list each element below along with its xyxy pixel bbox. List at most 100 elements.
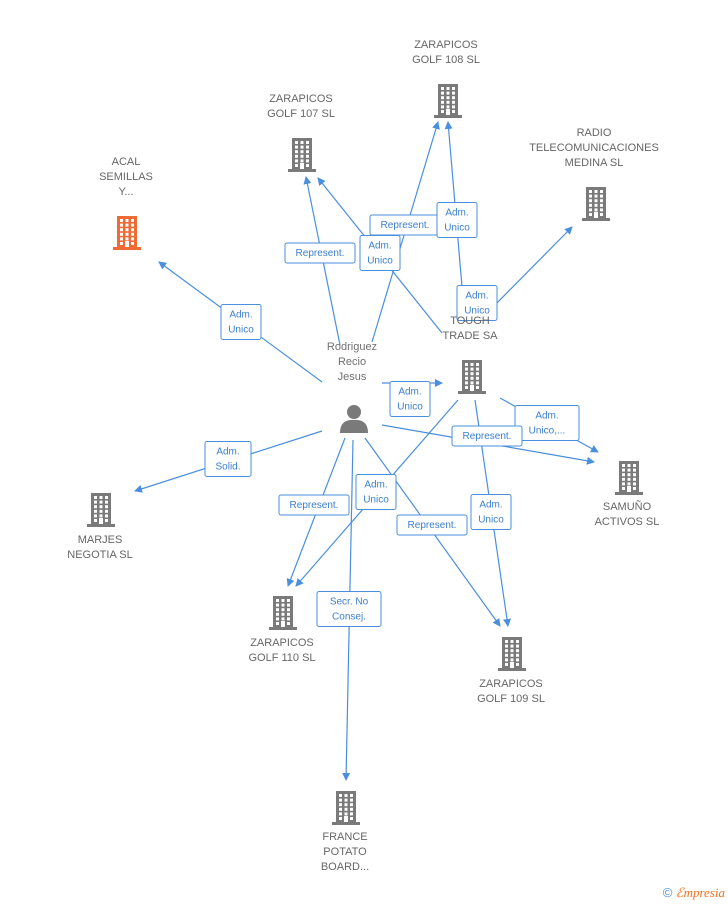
node-label-line: TELECOMUNICACIONES bbox=[529, 142, 659, 154]
edge-label[interactable]: Adm. Unico bbox=[389, 381, 431, 417]
edge-label-text: Represent. bbox=[463, 431, 512, 442]
node-label-line: Jesus bbox=[338, 371, 367, 383]
edge-label-text: Adm. bbox=[535, 411, 558, 422]
building-icon bbox=[332, 791, 360, 825]
node-label-line: Y... bbox=[118, 186, 133, 198]
edge-label-text: Adm. bbox=[398, 387, 421, 398]
edge-label[interactable]: Represent. bbox=[284, 242, 356, 264]
node-label-line: GOLF 110 SL bbox=[248, 652, 315, 664]
edge-label-text: Unico bbox=[464, 306, 490, 317]
node-label-line: POTATO bbox=[323, 846, 367, 858]
node-label-line: SEMILLAS bbox=[99, 171, 153, 183]
edge-label-text: Unico bbox=[367, 256, 393, 267]
edge-label[interactable]: Adm. Unico bbox=[456, 285, 498, 321]
node-label-line: ZARAPICOS bbox=[479, 678, 543, 690]
company-node-zarapicos108[interactable]: ZARAPICOS GOLF 108 SL bbox=[412, 39, 480, 118]
brand-logo[interactable]: ℰmpresia bbox=[676, 885, 725, 900]
node-label-line: FRANCE bbox=[322, 831, 367, 843]
brand-name: mpresia bbox=[683, 885, 725, 900]
node-label: SAMUÑO ACTIVOS SL bbox=[595, 500, 660, 528]
edge-label[interactable]: Represent. bbox=[396, 514, 468, 536]
building-icon bbox=[434, 84, 462, 118]
node-label: ZARAPICOS GOLF 107 SL bbox=[267, 93, 335, 120]
edge-label[interactable]: Adm. Unico bbox=[436, 202, 478, 238]
building-icon bbox=[113, 216, 141, 250]
edge-label-text: Adm. bbox=[368, 241, 391, 252]
edge-label-text: Unico bbox=[478, 515, 504, 526]
company-node-acal[interactable]: ACAL SEMILLAS Y... bbox=[99, 156, 153, 250]
edge-label[interactable]: Adm. Unico bbox=[470, 494, 512, 530]
edge-label-text: Adm. bbox=[479, 500, 502, 511]
edge-label[interactable]: Adm. Unico bbox=[359, 235, 401, 271]
node-label-line: MEDINA SL bbox=[565, 157, 624, 169]
edge-label-text: Unico bbox=[397, 402, 423, 413]
company-node-samuno[interactable]: SAMUÑO ACTIVOS SL bbox=[595, 461, 660, 528]
edge-label[interactable]: Secr. No Consej. bbox=[316, 591, 382, 627]
node-label-line: ACAL bbox=[112, 156, 141, 168]
building-icon bbox=[615, 461, 643, 495]
edge-label-text: Adm. bbox=[216, 447, 239, 458]
edge-label[interactable]: Represent. bbox=[451, 425, 523, 447]
edge-line bbox=[489, 226, 573, 311]
edge-label[interactable]: Represent. bbox=[278, 494, 350, 516]
edge-label-text: Represent. bbox=[408, 520, 457, 531]
edge-label[interactable]: Adm. Unico bbox=[355, 474, 397, 510]
edge-label-text: Consej. bbox=[332, 612, 366, 623]
company-node-tough[interactable]: TOUGH TRADE SA bbox=[442, 315, 498, 394]
node-label: FRANCE POTATO BOARD... bbox=[321, 831, 369, 873]
building-icon bbox=[582, 187, 610, 221]
node-label-line: Rodriguez bbox=[327, 341, 377, 353]
node-label-line: RADIO bbox=[577, 127, 612, 139]
person-icon bbox=[340, 405, 368, 433]
company-node-radio[interactable]: RADIO TELECOMUNICACIONES MEDINA SL bbox=[529, 127, 659, 221]
edge-label-text: Secr. No bbox=[330, 597, 369, 608]
node-label: MARJES NEGOTIA SL bbox=[67, 534, 132, 561]
node-label-line: ZARAPICOS bbox=[269, 93, 333, 105]
edge-label[interactable]: Adm. Unico bbox=[220, 304, 262, 340]
edge-label-text: Unico bbox=[444, 223, 470, 234]
node-label-line: ACTIVOS SL bbox=[595, 516, 660, 528]
building-icon bbox=[288, 138, 316, 172]
node-label-line: NEGOTIA SL bbox=[67, 549, 132, 561]
building-icon bbox=[498, 637, 526, 671]
node-label: ZARAPICOS GOLF 109 SL bbox=[477, 678, 545, 705]
company-node-marjes[interactable]: MARJES NEGOTIA SL bbox=[67, 493, 133, 561]
company-node-france[interactable]: FRANCE POTATO BOARD... bbox=[321, 791, 369, 873]
copyright-footer: © ℰmpresia bbox=[663, 885, 725, 901]
building-icon bbox=[87, 493, 115, 527]
node-label-line: GOLF 108 SL bbox=[412, 54, 480, 66]
copyright-symbol: © bbox=[662, 885, 673, 900]
building-icon bbox=[458, 360, 486, 394]
edge-label-text: Unico bbox=[228, 325, 254, 336]
node-label-line: BOARD... bbox=[321, 861, 369, 873]
node-label: RADIO TELECOMUNICACIONES MEDINA SL bbox=[529, 127, 659, 169]
node-label: ZARAPICOS GOLF 110 SL bbox=[248, 637, 315, 664]
edge-label[interactable]: Represent. bbox=[369, 214, 441, 236]
edge-label-text: Unico bbox=[363, 495, 389, 506]
edge-label-text: Unico,... bbox=[529, 426, 566, 437]
company-node-zarapicos110[interactable]: ZARAPICOS GOLF 110 SL bbox=[248, 596, 316, 664]
node-label: ACAL SEMILLAS Y... bbox=[99, 156, 153, 198]
edge-label-text: Represent. bbox=[381, 220, 430, 231]
node-label: TOUGH TRADE SA bbox=[442, 315, 498, 342]
node-label-line: GOLF 109 SL bbox=[477, 693, 545, 705]
edge-label-text: Adm. bbox=[364, 480, 387, 491]
company-node-zarapicos109[interactable]: ZARAPICOS GOLF 109 SL bbox=[477, 637, 545, 705]
node-label-line: MARJES bbox=[78, 534, 123, 546]
company-node-zarapicos107[interactable]: ZARAPICOS GOLF 107 SL bbox=[267, 93, 335, 172]
node-label-line: ZARAPICOS bbox=[250, 637, 314, 649]
edge-label-text: Adm. bbox=[465, 291, 488, 302]
edge-label[interactable]: Adm.Solid. bbox=[204, 441, 252, 477]
node-label-line: TOUGH bbox=[450, 315, 490, 327]
node-label-line: SAMUÑO bbox=[603, 500, 652, 513]
node-label-line: GOLF 107 SL bbox=[267, 108, 335, 120]
edge-label-text: Adm. bbox=[229, 310, 252, 321]
node-label-line: ZARAPICOS bbox=[414, 39, 478, 51]
edge-label[interactable]: Adm. Unico,... bbox=[514, 405, 580, 441]
node-label-line: TRADE SA bbox=[442, 330, 498, 342]
edge-label-text: Adm. bbox=[445, 208, 468, 219]
node-label: ZARAPICOS GOLF 108 SL bbox=[412, 39, 480, 66]
